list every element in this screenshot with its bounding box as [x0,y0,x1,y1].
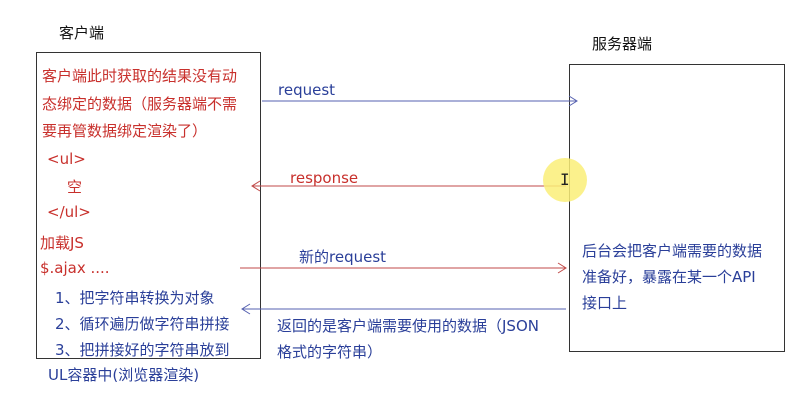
return-label-line-2: 格式的字符串） [277,343,383,361]
response-label: response [290,169,359,187]
client-title: 客户端 [59,24,105,42]
client-description-line-1: 客户端此时获取的结果没有动 [42,67,238,85]
server-description-line-1: 后台会把客户端需要的数据 [582,242,763,260]
return-label-line-1: 返回的是客户端需要使用的数据（JSON [277,317,539,335]
request-label: request [278,81,336,99]
new-request-label: 新的request [299,248,387,266]
request-arrow [262,95,578,107]
text-cursor-icon: I [560,170,570,189]
ul-open-tag: <ul> [47,150,86,168]
cursor-highlight [543,158,587,202]
response-arrow [251,180,566,192]
server-box [569,64,785,352]
step-3-tail: UL容器中(浏览器渲染) [48,366,200,384]
step-3: 3、把拼接好的字符串放到 [55,341,230,359]
return-arrow [241,303,566,315]
ul-empty-content: 空 [67,178,83,196]
load-js-label: 加载JS [40,234,84,252]
server-description-line-3: 接口上 [582,294,628,312]
client-description-line-3: 要再管数据绑定渲染了） [42,122,208,140]
step-1: 1、把字符串转换为对象 [55,289,215,307]
new-request-arrow [240,262,567,274]
client-description-line-2: 态绑定的数据（服务器端不需 [42,95,238,113]
ul-close-tag: </ul> [47,203,91,221]
server-description-line-2: 准备好，暴露在某一个API [582,268,756,286]
step-2: 2、循环遍历做字符串拼接 [55,315,230,333]
client-box [36,52,261,359]
ajax-label: $.ajax .... [40,259,110,277]
server-title: 服务器端 [592,35,653,53]
